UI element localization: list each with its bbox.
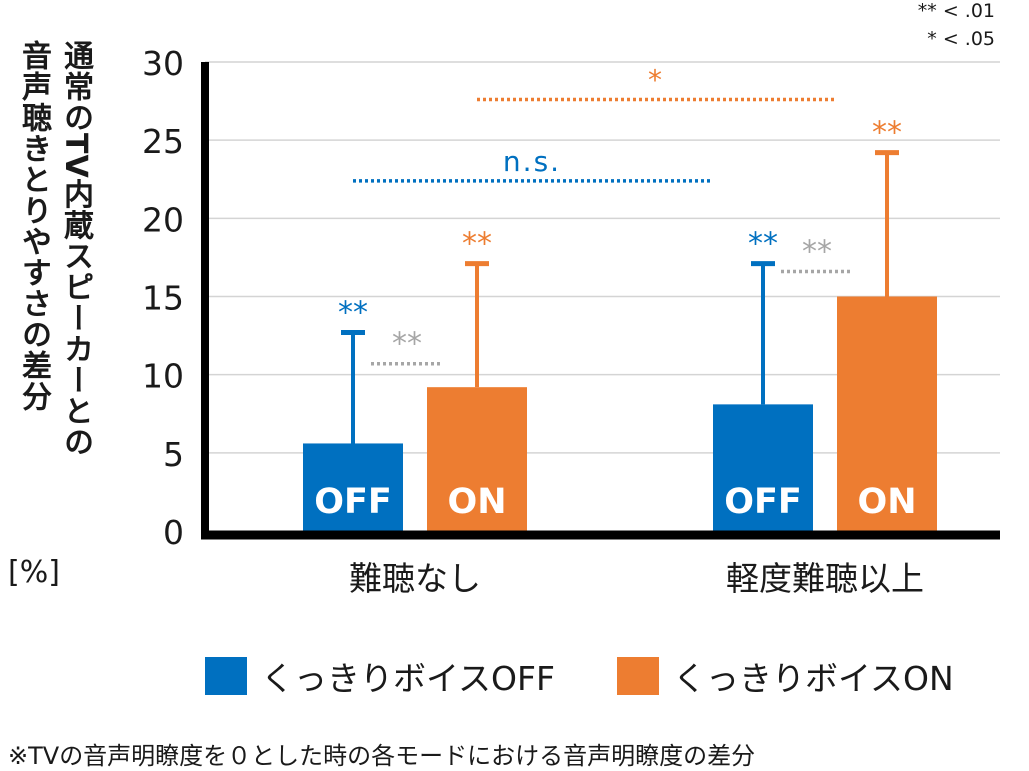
comparison-mark: ** [802, 234, 832, 269]
bar-label: OFF [724, 482, 802, 522]
bar [713, 404, 813, 531]
y-tick-label: 20 [142, 200, 184, 239]
significance-note-05: * < .05 [927, 28, 995, 50]
x-tick-label: 難聴なし [349, 559, 481, 598]
bar-label: ON [447, 482, 506, 522]
significance-note-01: ** < .01 [917, 0, 995, 22]
y-tick-label: 5 [163, 435, 184, 474]
y-tick-label: 25 [142, 122, 184, 161]
comparison-mark: * [648, 64, 664, 97]
legend: くっきりボイスOFF くっきりボイスON [205, 652, 1016, 700]
x-tick-label: 軽度難聴以上 [726, 559, 924, 598]
bar [427, 387, 527, 531]
significance-mark: ** [462, 227, 492, 262]
y-tick-label: 30 [142, 44, 184, 83]
y-axis-title: 通常のTV内蔵スピーカーとの 音声聴きとりやすさの差分 [%] [8, 40, 108, 600]
comparison-mark: ** [392, 327, 422, 362]
significance-mark: ** [748, 227, 778, 262]
bar [303, 443, 403, 531]
y-tick-label: 0 [163, 513, 184, 552]
y-tick-label: 10 [142, 357, 184, 396]
legend-label-on: くっきりボイスON [672, 659, 954, 698]
bar-label: ON [857, 482, 916, 522]
y-tick-label: 15 [142, 279, 184, 318]
legend-swatch-off [205, 657, 247, 695]
y-axis-unit: [%] [8, 555, 60, 590]
footnote: ※TVの音声明瞭度を０とした時の各モードにおける音声明瞭度の差分 [8, 742, 756, 770]
y-axis-title-line2: 音声聴きとりやすさの差分 [16, 40, 51, 412]
significance-mark: ** [338, 295, 368, 330]
legend-swatch-on [616, 657, 659, 695]
comparison-mark: n.s. [503, 145, 561, 178]
legend-item-off: くっきりボイスOFF [205, 652, 555, 700]
significance-mark: ** [872, 116, 902, 151]
legend-label-off: くっきりボイスOFF [261, 659, 555, 698]
y-axis-title-line1: 通常のTV内蔵スピーカーとの [58, 40, 93, 458]
bar-label: OFF [314, 482, 392, 522]
legend-item-on: くっきりボイスON [616, 652, 954, 700]
bar [837, 296, 937, 531]
